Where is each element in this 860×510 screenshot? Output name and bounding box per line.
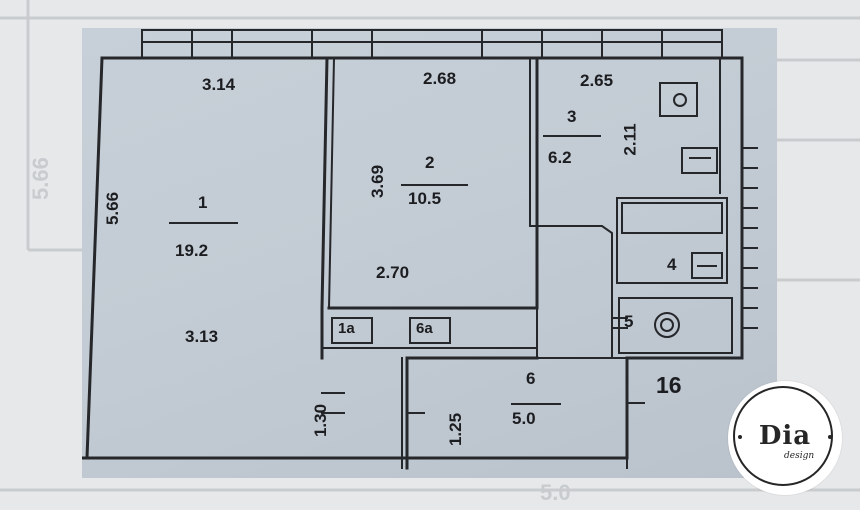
logo-ring <box>733 386 833 486</box>
logo-tagline: design <box>784 451 815 461</box>
logo-dot-left <box>738 435 742 439</box>
floor-plan-photo: 1 19.2 2 10.5 3 6.2 4 5 6 5.0 1a 6a 3.14… <box>82 28 777 478</box>
room-5-number: 5 <box>624 312 634 331</box>
dim-room2-bottom: 2.70 <box>376 263 410 282</box>
dim-room3-side: 2.11 <box>620 123 640 156</box>
room-6-area: 5.0 <box>512 409 536 428</box>
room-3-number: 3 <box>567 107 577 126</box>
dim-room2-top: 2.68 <box>423 69 457 88</box>
room-3-area: 6.2 <box>548 148 572 167</box>
dim-room3-top: 2.65 <box>580 71 614 90</box>
logo-dot-right <box>828 435 832 439</box>
dia-design-logo: Dia design <box>728 381 842 495</box>
dim-room1-top: 3.14 <box>202 75 236 94</box>
room-6-number: 6 <box>526 369 536 388</box>
closet-6a-label: 6a <box>416 320 433 337</box>
apartment-number: 16 <box>656 372 682 398</box>
room-2-area: 10.5 <box>408 189 442 208</box>
logo-wordmark: Dia <box>758 421 812 451</box>
window-strip <box>141 29 723 59</box>
dim-room2-side: 3.69 <box>368 164 388 199</box>
dim-hall-b: 1.25 <box>446 412 466 447</box>
room-2-number: 2 <box>425 153 435 172</box>
floor-plan-drawing <box>82 29 758 470</box>
closet-1a-label: 1a <box>338 320 355 337</box>
bg-dim-bottom: 5.0 <box>540 480 571 505</box>
room-4-number: 4 <box>667 255 677 274</box>
dim-hall-a: 1.30 <box>311 403 331 438</box>
room-1-number: 1 <box>198 193 208 212</box>
dim-room1-bottom: 3.13 <box>185 327 219 346</box>
outer-wall <box>82 56 744 460</box>
room-1-area: 19.2 <box>175 241 209 260</box>
bg-dim-left: 5.66 <box>28 157 53 200</box>
dim-room1-side: 5.66 <box>103 191 123 226</box>
